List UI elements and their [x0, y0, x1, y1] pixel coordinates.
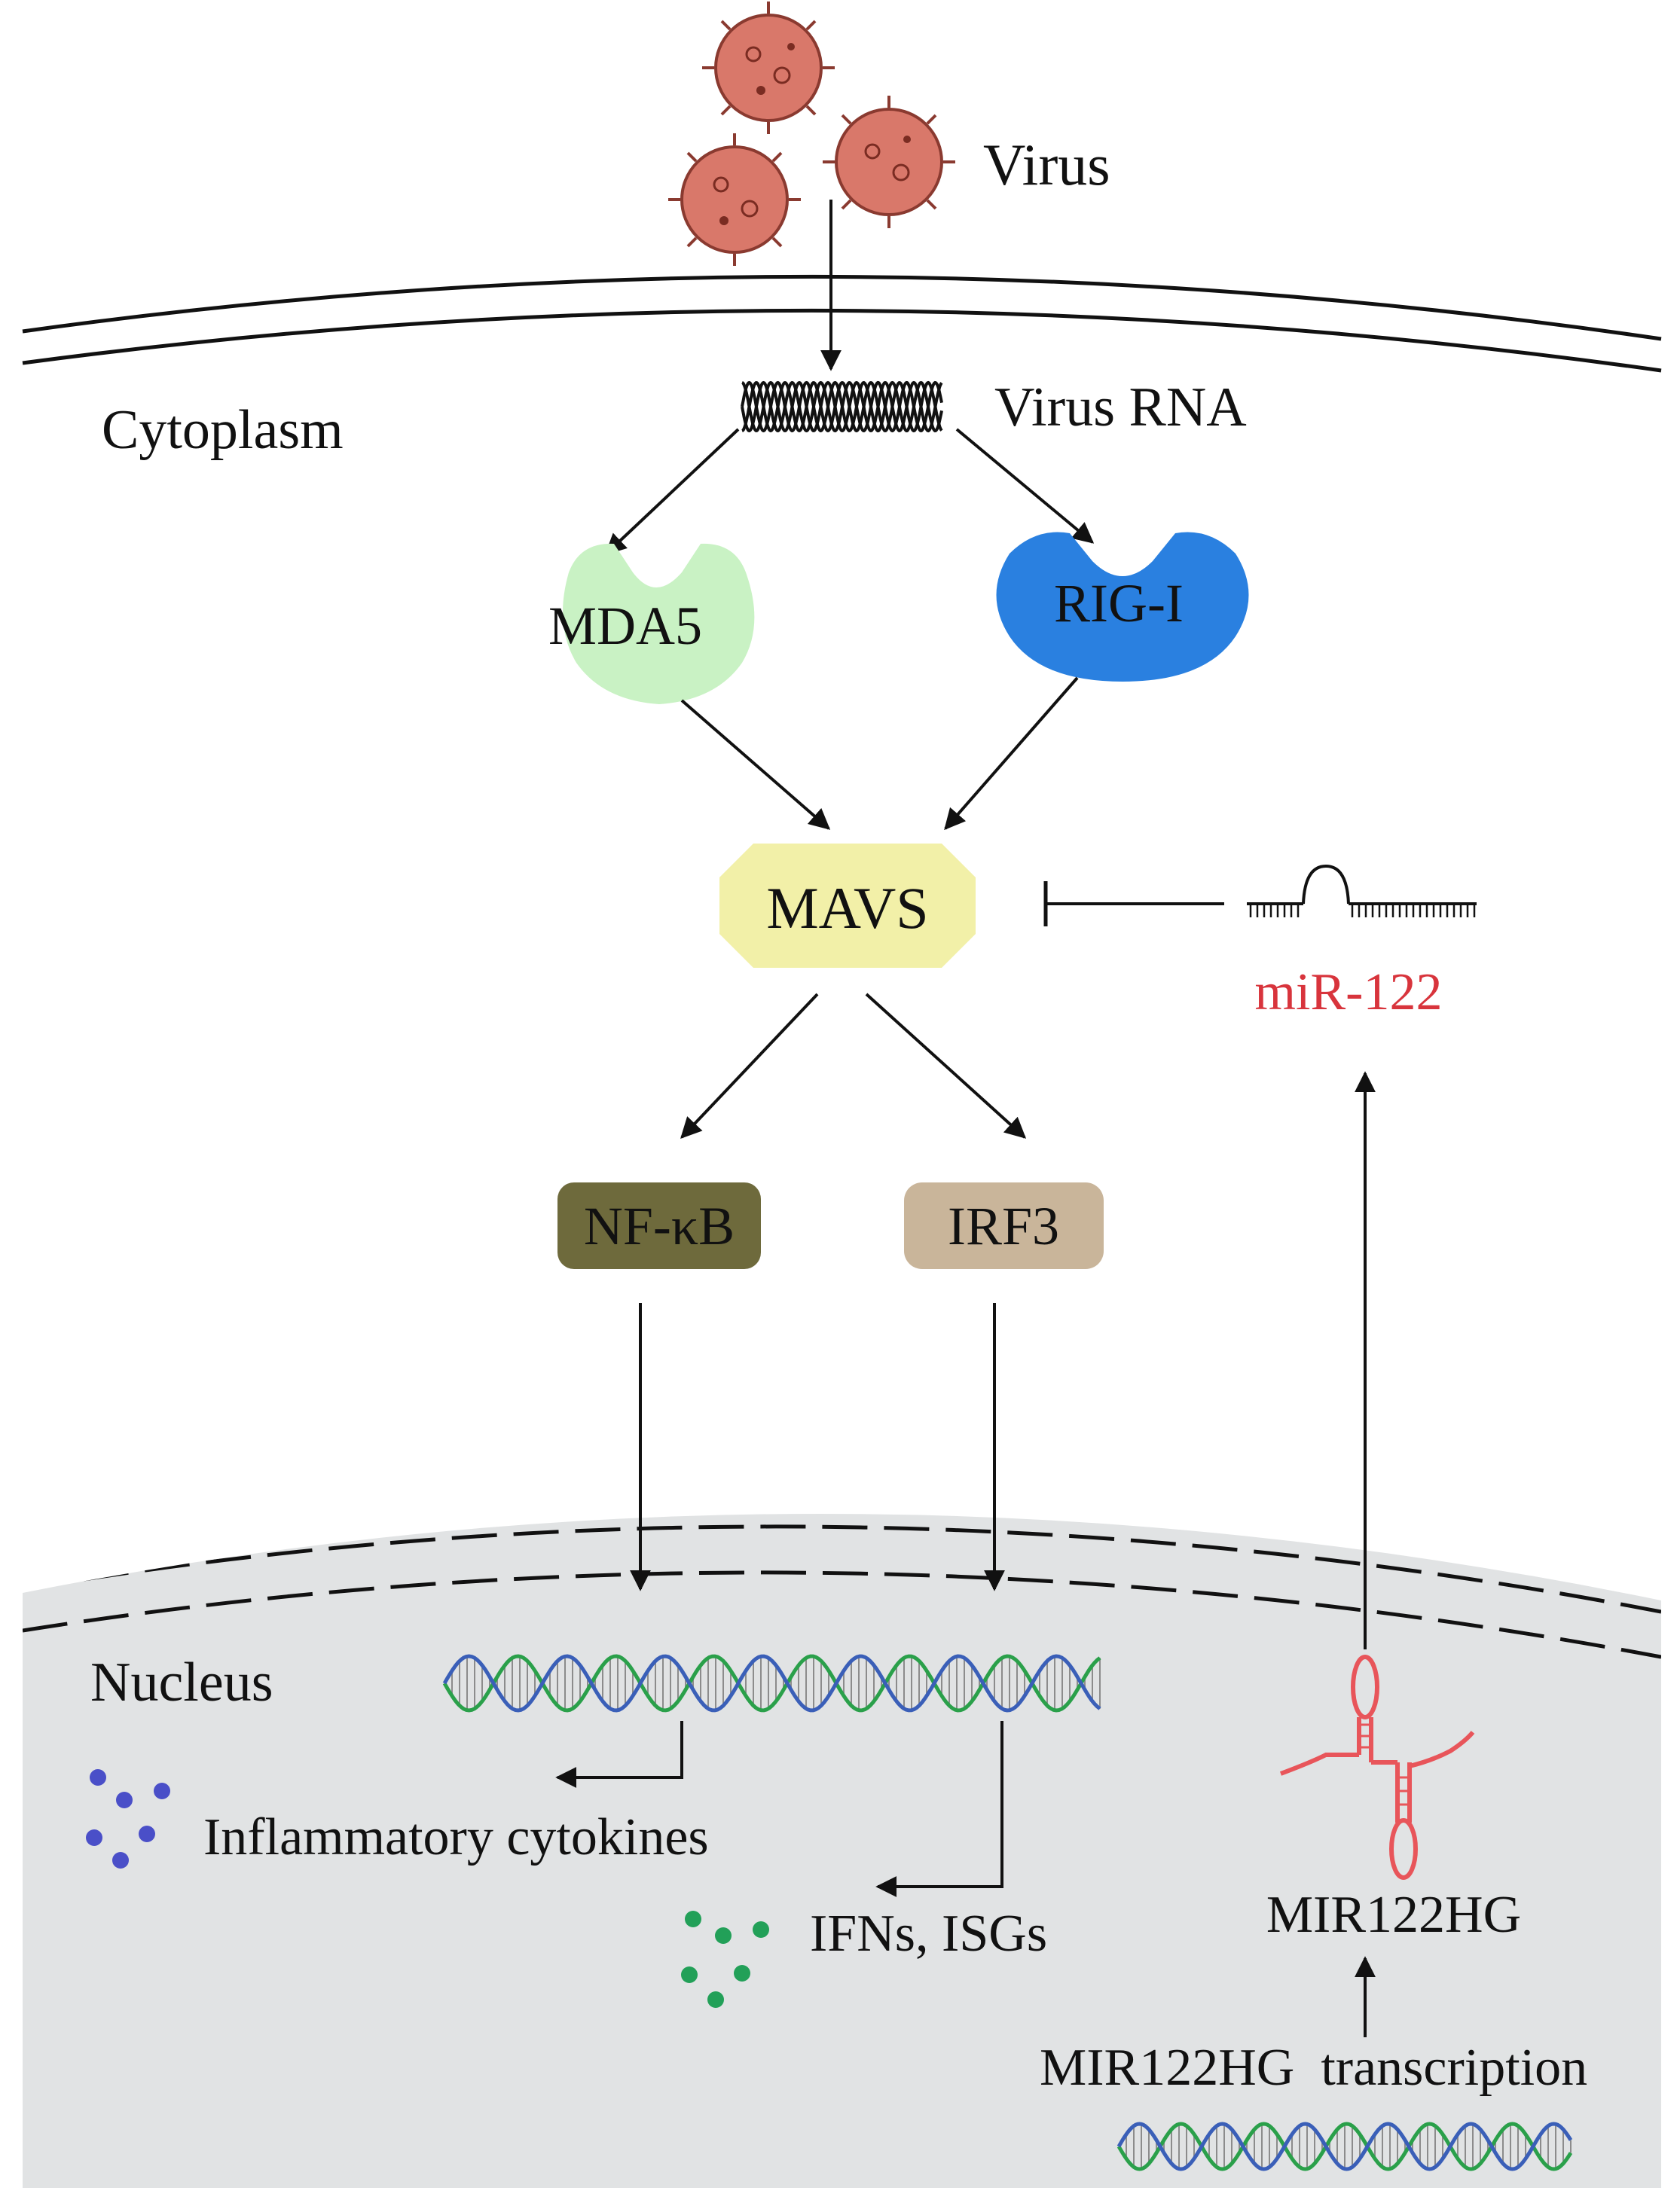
cytoplasm-label: Cytoplasm [102, 399, 344, 461]
virus-rna-icon [741, 380, 943, 433]
mavs-label: MAVS [766, 875, 928, 941]
mda5-receptor: MDA5 [548, 543, 755, 704]
nuclear-envelope [23, 1524, 1661, 1659]
arrow-dna-to-cytokines [555, 1721, 683, 1788]
rig-i-label: RIG-I [1054, 573, 1184, 633]
cell-membrane [22, 274, 1662, 373]
irf3-label: IRF3 [948, 1196, 1059, 1256]
arrow-rna-to-rig-i [955, 428, 1095, 544]
arrow-dna-to-ifns [875, 1721, 1003, 1897]
nucleus-region [23, 1513, 1661, 2188]
mir122hg-label: MIR122HG [1266, 1886, 1521, 1944]
ifns-isgs-label: IFNs, ISGs [810, 1905, 1047, 1963]
mir122hg-gene-dna-icon [1116, 2122, 1573, 2171]
arrow-mda5-to-mavs [680, 699, 831, 830]
inflammatory-cytokines-label: Inflammatory cytokines [203, 1808, 709, 1866]
virus-particle-icon [702, 2, 835, 134]
nfkb-label: NF-κB [584, 1196, 735, 1256]
mir122-label: miR-122 [1255, 963, 1443, 1021]
virus-rna-label: Virus RNA [994, 377, 1247, 438]
inhibition-mir122-to-mavs [1043, 881, 1224, 926]
ifns-isgs-dots [681, 1911, 769, 2008]
irf3-protein: IRF3 [904, 1182, 1104, 1269]
arrow-mavs-to-irf3 [865, 993, 1027, 1139]
mavs-protein: MAVS [719, 844, 976, 968]
arrow-rig-i-to-mavs [944, 676, 1079, 831]
nfkb-protein: NF-κB [557, 1182, 761, 1269]
arrow-mavs-to-nfkb [680, 993, 819, 1140]
target-gene-dna-icon [442, 1654, 1101, 1713]
virus-label: Virus [983, 132, 1110, 197]
inflammatory-cytokines-dots [86, 1769, 170, 1869]
virus-particle-icon [668, 133, 801, 266]
mir122hg-transcription-label: MIR122HG transcription [1040, 2039, 1587, 2097]
mir122hg-rna-icon [1279, 1655, 1475, 1880]
mda5-label: MDA5 [548, 596, 702, 656]
rig-i-receptor: RIG-I [996, 532, 1249, 682]
mir122-hairpin-icon [1247, 864, 1477, 917]
virus-particle-icon [823, 96, 955, 228]
nucleus-label: Nucleus [90, 1652, 273, 1713]
arrow-rna-to-mda5 [604, 428, 740, 555]
